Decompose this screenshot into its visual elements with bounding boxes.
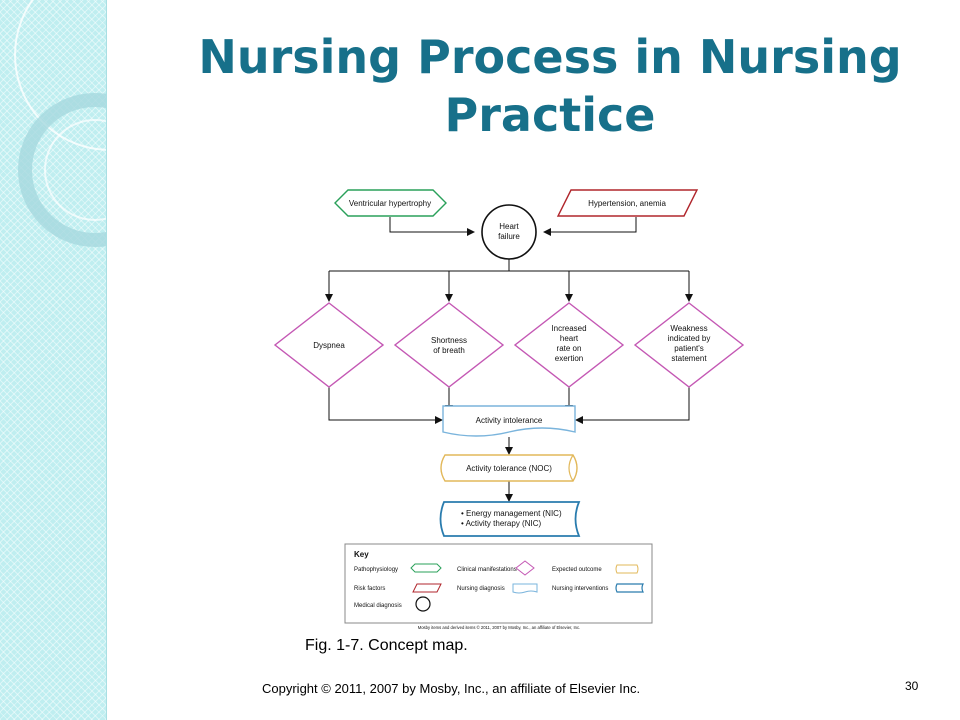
key-risk-factors-label: Risk factors — [354, 586, 385, 592]
key-pathophysiology-label: Pathophysiology — [354, 567, 398, 573]
manifestation-label: Shortness — [431, 336, 467, 345]
page-title-line-2: Practice — [444, 88, 656, 142]
diagram-key: Key Pathophysiology Risk factors Medical… — [344, 543, 653, 624]
risk-factors-label: Hypertension, anemia — [588, 199, 666, 208]
expected-outcome-label: Activity tolerance (NOC) — [466, 464, 552, 473]
page-title: Nursing Process in Nursing Practice — [150, 28, 950, 144]
manifestation-label: Increased — [551, 324, 586, 333]
page-number: 30 — [905, 679, 919, 693]
manifestation-increased-heart-rate: Increased heart rate on exertion — [513, 302, 625, 388]
manifestation-label: heart — [560, 334, 579, 343]
intervention-item: • Activity therapy (NIC) — [461, 519, 541, 528]
interventions-node: • Energy management (NIC) • Activity the… — [439, 501, 581, 537]
key-pathophysiology-swatch — [410, 563, 442, 573]
medical-diagnosis-line-2: failure — [498, 232, 520, 241]
concept-map: Ventricular hypertrophy Hypertension, an… — [273, 189, 745, 630]
key-risk-factors-swatch — [412, 583, 442, 593]
manifestation-label: indicated by — [668, 334, 711, 343]
key-medical-diagnosis-label: Medical diagnosis — [354, 603, 402, 609]
figure-caption: Fig. 1-7. Concept map. — [305, 637, 468, 654]
expected-outcome-node: Activity tolerance (NOC) — [440, 454, 578, 482]
nursing-diagnosis-node: Activity intolerance — [442, 405, 576, 437]
risk-factors-node: Hypertension, anemia — [556, 189, 699, 217]
pathophysiology-node: Ventricular hypertrophy — [334, 189, 447, 217]
medical-diagnosis-line-1: Heart — [499, 222, 519, 231]
decorative-sidebar — [0, 0, 107, 720]
manifestation-label: statement — [671, 354, 707, 363]
key-nursing-diagnosis-swatch — [512, 583, 538, 594]
manifestation-label: Dyspnea — [313, 341, 345, 350]
connector-lines — [325, 217, 693, 502]
manifestation-weakness: Weakness indicated by patient's statemen… — [633, 302, 745, 388]
copyright-footer: Copyright © 2011, 2007 by Mosby, Inc., a… — [262, 681, 641, 696]
page-title-line-1: Nursing Process in Nursing — [198, 30, 902, 84]
key-expected-outcome-label: Expected outcome — [552, 567, 602, 573]
manifestation-label: patient's — [674, 344, 704, 353]
key-medical-diagnosis-swatch — [415, 596, 431, 612]
manifestation-label: rate on — [557, 344, 582, 353]
diagram-credit: Mosby items and derived items © 2011, 20… — [418, 625, 581, 630]
key-nursing-diagnosis-label: Nursing diagnosis — [457, 586, 505, 592]
manifestation-label: of breath — [433, 346, 465, 355]
key-clinical-manifestations-swatch — [515, 560, 535, 576]
key-clinical-manifestations-label: Clinical manifestations — [457, 567, 517, 573]
manifestation-label: exertion — [555, 354, 583, 363]
decorative-circles — [14, 0, 106, 247]
pathophysiology-label: Ventricular hypertrophy — [349, 199, 431, 208]
nursing-diagnosis-label: Activity intolerance — [476, 416, 543, 425]
key-expected-outcome-swatch — [615, 564, 639, 574]
key-nursing-interventions-label: Nursing interventions — [552, 586, 608, 592]
intervention-item: • Energy management (NIC) — [461, 509, 562, 518]
manifestation-label: Weakness — [670, 324, 707, 333]
manifestation-dyspnea: Dyspnea — [273, 302, 385, 388]
key-nursing-interventions-swatch — [615, 583, 644, 593]
key-title: Key — [354, 550, 369, 559]
medical-diagnosis-node: Heart failure — [481, 204, 537, 260]
manifestation-shortness-of-breath: Shortness of breath — [393, 302, 505, 388]
